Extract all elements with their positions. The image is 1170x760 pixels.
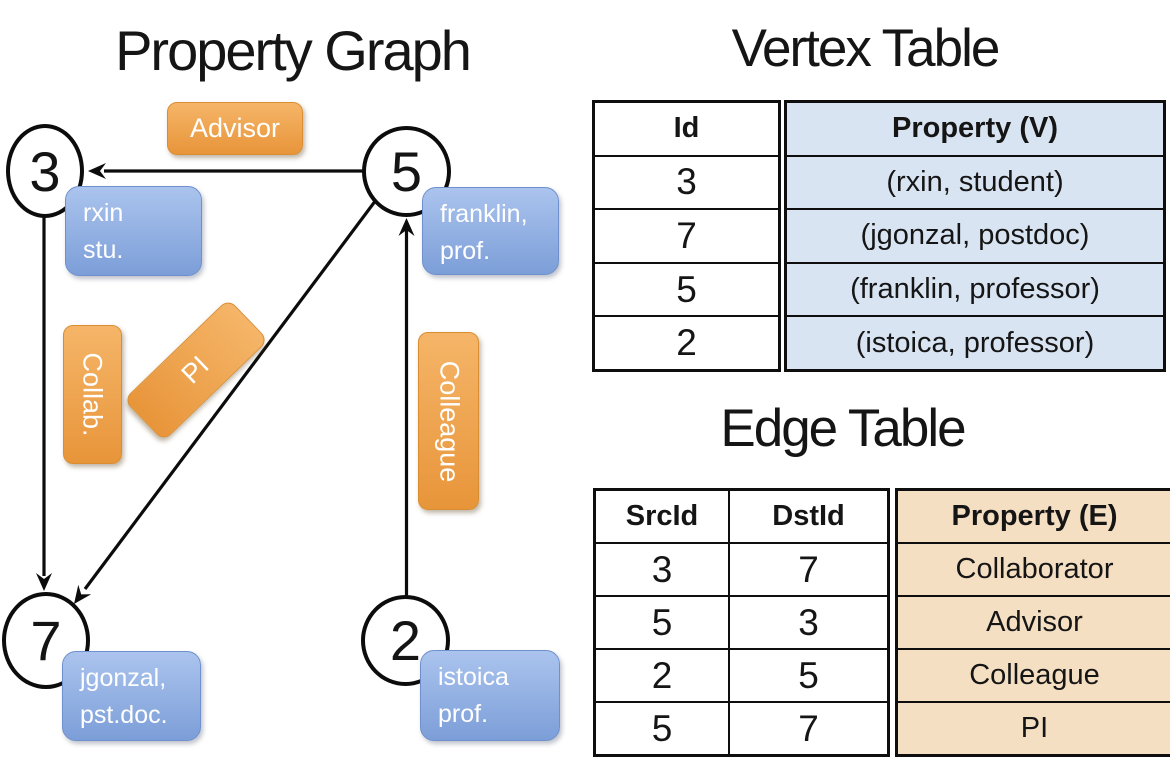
node-3-id: 3 (29, 139, 61, 203)
edge-table-title: Edge Table (720, 399, 966, 458)
edge-label-colleague: Colleague (418, 332, 479, 510)
vertex-property-cell: (franklin, professor) (787, 264, 1163, 318)
arrowhead-3-7 (36, 573, 52, 591)
edge-label-advisor: Advisor (167, 102, 303, 155)
vertex-property-header: Property (V) (787, 103, 1163, 157)
edge-dst-cell: 7 (730, 544, 887, 597)
edge-5-7 (83, 191, 384, 590)
node-2-id: 2 (389, 609, 422, 672)
edge-dst-header: DstId (730, 491, 887, 544)
edge-property-cell: Advisor (898, 597, 1170, 650)
edge-label-colleague-text: Colleague (434, 360, 464, 482)
arrowhead-5-3 (88, 163, 106, 179)
vertex-table-id-column: Id 3 7 5 2 (592, 100, 781, 372)
vertex-label-rxin-line1: rxin (83, 199, 124, 227)
edge-dst-cell: 7 (798, 707, 819, 749)
vertex-label-istoica-line1: istoica (438, 663, 509, 691)
vertex-label-rxin: rxin stu. (65, 186, 202, 276)
graph-node-2: 2 (361, 595, 450, 686)
node-7-id: 7 (30, 609, 62, 672)
edge-src-cell: 2 (596, 650, 728, 703)
vertex-label-istoica-line2: prof. (438, 700, 489, 728)
arrowhead-5-7 (74, 584, 92, 604)
edge-label-advisor-text: Advisor (189, 113, 281, 143)
edge-src-cell: 5 (651, 707, 673, 749)
edge-label-collab-text: Collab. (78, 352, 109, 437)
vertex-id-cell: 7 (595, 210, 778, 264)
vertex-label-istoica: istoica prof. (420, 650, 560, 741)
vertex-property-cell: (rxin, student) (787, 157, 1163, 211)
node-5-id: 5 (390, 140, 423, 203)
vertex-table-property-column: Property (V) (rxin, student) (jgonzal, p… (784, 100, 1166, 372)
vertex-label-rxin-line2: stu. (83, 236, 124, 264)
edge-property-cell: PI (1020, 712, 1049, 744)
edge-table-src-dst-columns: SrcId 3 5 2 5 DstId 7 3 5 7 (593, 488, 890, 757)
vertex-property-cell: (jgonzal, postdoc) (787, 210, 1163, 264)
edge-src-cell: 5 (596, 597, 728, 650)
edge-property-cell: Colleague (898, 650, 1170, 703)
vertex-id-header: Id (595, 103, 778, 157)
vertex-label-jgonzal-line2: pst.doc. (80, 701, 168, 729)
edge-dst-cell: 3 (730, 597, 887, 650)
property-graph-title: Property Graph (115, 19, 472, 82)
vertex-label-jgonzal-line1: jgonzal, (80, 664, 167, 692)
graph-edges (36, 163, 415, 604)
edge-table: SrcId 3 5 2 5 DstId 7 3 5 7 Property (E)… (593, 488, 1170, 757)
vertex-table: Id 3 7 5 2 Property (V) (rxin, student) … (592, 100, 1166, 372)
vertex-label-franklin-line2: prof. (440, 237, 491, 265)
vertex-id-cell: 5 (595, 264, 778, 318)
vertex-label-jgonzal: jgonzal, pst.doc. (62, 651, 201, 741)
edge-label-collab: Collab. (63, 325, 122, 464)
edge-label-pi-text: PI (176, 349, 216, 390)
edge-dst-cell: 5 (730, 650, 887, 703)
arrowhead-2-5 (398, 218, 415, 236)
edge-table-property-column: Property (E) Collaborator Advisor Collea… (895, 488, 1170, 757)
vertex-id-cell: 3 (595, 157, 778, 211)
edge-src-header: SrcId (596, 491, 728, 544)
edge-property-cell: Collaborator (898, 544, 1170, 597)
vertex-id-cell: 2 (676, 322, 697, 364)
edge-table-dst-column: DstId 7 3 5 7 (728, 491, 887, 754)
vertex-label-franklin-line1: franklin, (440, 200, 528, 228)
edge-property-header: Property (E) (898, 491, 1170, 544)
vertex-label-franklin: franklin, prof. (422, 187, 559, 275)
vertex-table-title: Vertex Table (731, 19, 1001, 78)
edge-table-src-column: SrcId 3 5 2 5 (596, 491, 728, 754)
vertex-property-cell: (istoica, professor) (855, 326, 1095, 359)
edge-src-cell: 3 (596, 544, 728, 597)
